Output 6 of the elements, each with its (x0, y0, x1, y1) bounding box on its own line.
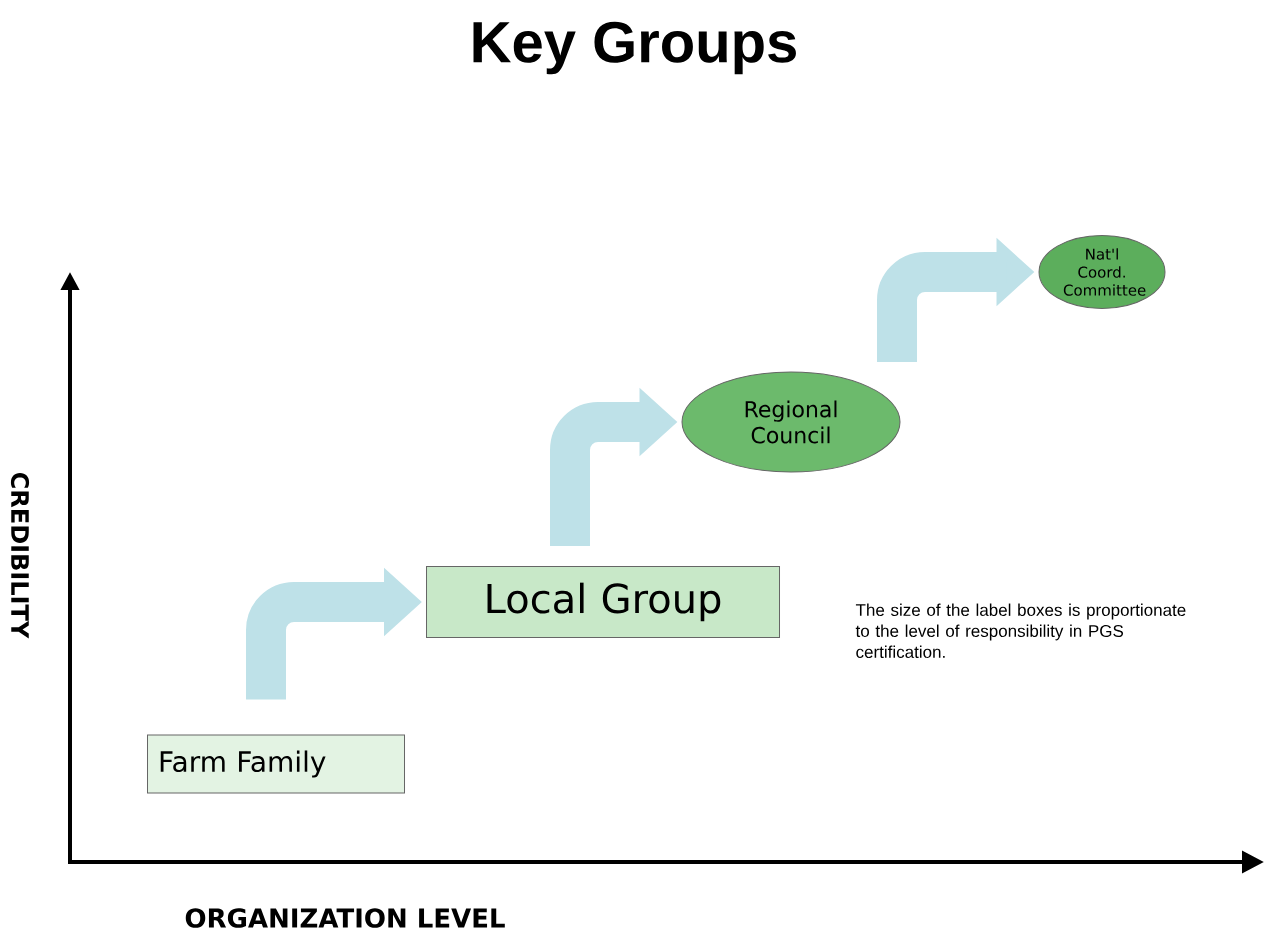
note-text: The size of the label boxes is proportionate to the level of responsibility in PGS certification. (855, 603, 1186, 658)
title: Key Groups (473, 21, 796, 75)
axis-label: CREDIBILITY (10, 472, 30, 639)
axis-label: ORGANIZATION LEVEL (185, 908, 505, 928)
farm-family-box: Farm Family (147, 734, 405, 794)
local-group-box: Local Group (426, 566, 780, 638)
